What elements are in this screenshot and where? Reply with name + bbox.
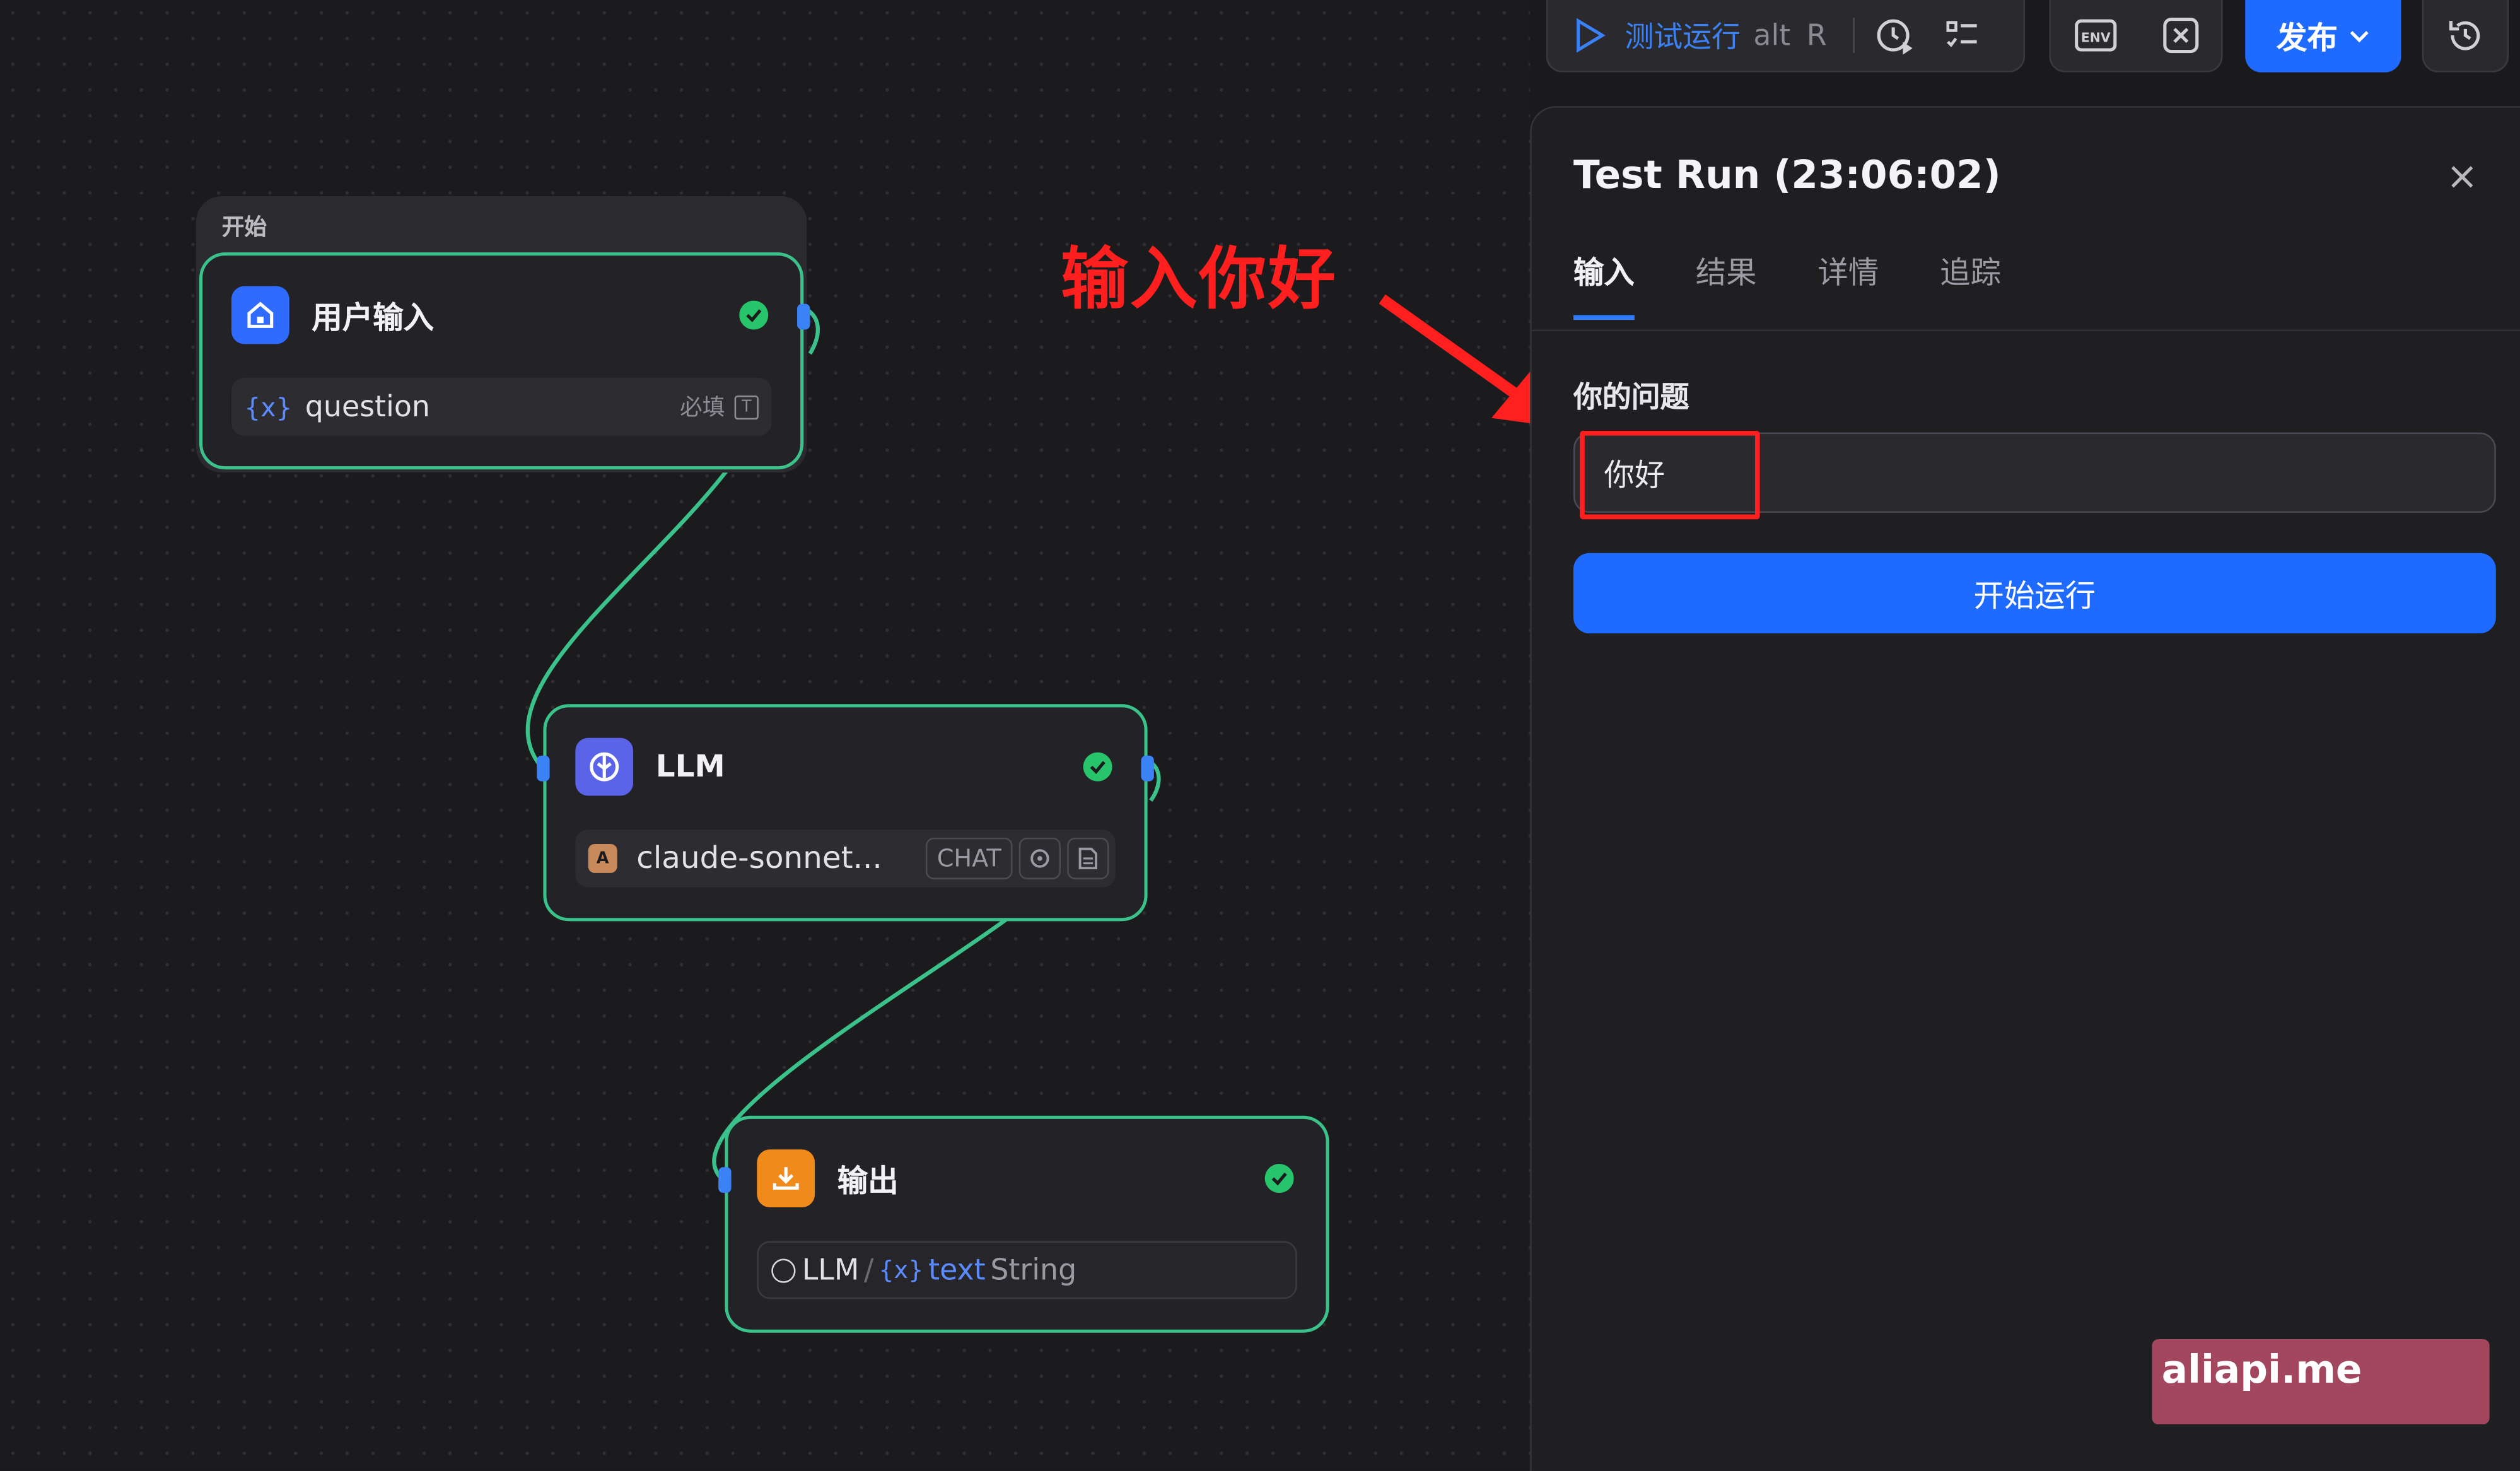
history-icon[interactable] xyxy=(2446,16,2485,54)
tab-result[interactable]: 结果 xyxy=(1695,255,1757,291)
question-input[interactable] xyxy=(1573,432,2496,513)
input-port[interactable] xyxy=(537,755,550,782)
env-icon[interactable]: ENV xyxy=(2072,16,2117,54)
start-run-button[interactable]: 开始运行 xyxy=(1573,553,2496,634)
checklist-icon[interactable] xyxy=(1944,18,1980,53)
text-type-icon: T xyxy=(734,394,759,419)
field-name: question xyxy=(305,390,430,424)
ref-source: LLM xyxy=(802,1253,860,1287)
output-port[interactable] xyxy=(1141,755,1154,782)
workflow-canvas[interactable]: 开始 用户输入 {x} question 必填 T xyxy=(0,0,1563,1471)
anthropic-icon: A xyxy=(588,844,617,873)
publish-button[interactable]: 发布 xyxy=(2245,0,2401,73)
node-title: 输出 xyxy=(837,1163,899,1198)
user-input-node[interactable]: 用户输入 {x} question 必填 T xyxy=(199,252,810,470)
history-toolbar xyxy=(2422,0,2509,73)
settings-icon[interactable] xyxy=(1018,837,1061,880)
variable-box-icon[interactable] xyxy=(2161,16,2199,54)
tab-input[interactable]: 输入 xyxy=(1573,249,1635,320)
chevron-down-icon xyxy=(2349,30,2368,42)
model-name: claude-sonnet... xyxy=(636,840,882,876)
publish-label: 发布 xyxy=(2276,21,2338,57)
node-title: 用户输入 xyxy=(312,300,435,336)
edge-input-to-llm xyxy=(525,469,728,767)
shortcut-key: R xyxy=(1806,18,1827,52)
test-run-button[interactable]: 测试运行 xyxy=(1625,21,1741,55)
edge-llm-to-output xyxy=(712,918,1008,1178)
output-icon xyxy=(757,1149,815,1207)
node-title: LLM xyxy=(655,749,725,785)
required-label: 必填 xyxy=(680,395,725,421)
output-port[interactable] xyxy=(797,303,810,330)
success-check-icon xyxy=(739,300,769,330)
model-row[interactable]: A claude-sonnet... CHAT xyxy=(575,829,1116,888)
llm-small-icon xyxy=(771,1258,796,1282)
annotation-highlight-box xyxy=(1580,431,1760,520)
panel-tabs: 输入 结果 详情 追踪 xyxy=(1573,249,2062,320)
play-icon[interactable] xyxy=(1573,18,1606,53)
start-group-label: 开始 xyxy=(221,215,267,242)
input-port[interactable] xyxy=(718,1167,732,1193)
annotation-text: 输入你好 xyxy=(1061,239,1338,319)
home-icon xyxy=(231,286,289,344)
variable-icon: {x} xyxy=(878,1255,924,1285)
chat-mode-tag: CHAT xyxy=(925,837,1013,880)
llm-node[interactable]: LLM A claude-sonnet... CHAT xyxy=(537,704,1154,922)
tabs-divider xyxy=(1531,329,2520,332)
success-check-icon xyxy=(1264,1164,1294,1193)
question-field-label: 你的问题 xyxy=(1573,381,1689,415)
watermark: aliapi.me xyxy=(2152,1339,2490,1425)
node-header: 输出 xyxy=(757,1148,1297,1209)
llm-icon xyxy=(575,737,634,796)
variable-icon: {x} xyxy=(244,391,293,423)
tab-details[interactable]: 详情 xyxy=(1817,255,1879,291)
env-toolbar: ENV xyxy=(2049,0,2223,73)
question-field-row[interactable]: {x} question 必填 T xyxy=(231,377,772,436)
ref-type: String xyxy=(990,1253,1077,1287)
node-header: 用户输入 xyxy=(231,284,771,346)
panel-title: Test Run (23:06:02) xyxy=(1573,153,2001,198)
output-node[interactable]: 输出 LLM / {x} text String xyxy=(718,1115,1329,1333)
success-check-icon xyxy=(1083,752,1112,782)
document-icon[interactable] xyxy=(1067,837,1109,880)
close-icon[interactable] xyxy=(2447,162,2476,191)
svg-text:ENV: ENV xyxy=(2080,30,2110,45)
ref-separator: / xyxy=(864,1253,874,1287)
shortcut-alt: alt xyxy=(1753,18,1791,52)
ref-variable: text xyxy=(928,1253,986,1287)
node-header: LLM xyxy=(575,736,1115,797)
tab-trace[interactable]: 追踪 xyxy=(1940,255,2002,291)
test-run-panel: Test Run (23:06:02) 输入 结果 详情 追踪 你的问题 开始运… xyxy=(1530,106,2520,1471)
output-reference-row[interactable]: LLM / {x} text String xyxy=(757,1241,1297,1299)
run-toolbar: 测试运行 alt R xyxy=(1546,0,2026,73)
history-run-icon[interactable] xyxy=(1874,15,1915,56)
